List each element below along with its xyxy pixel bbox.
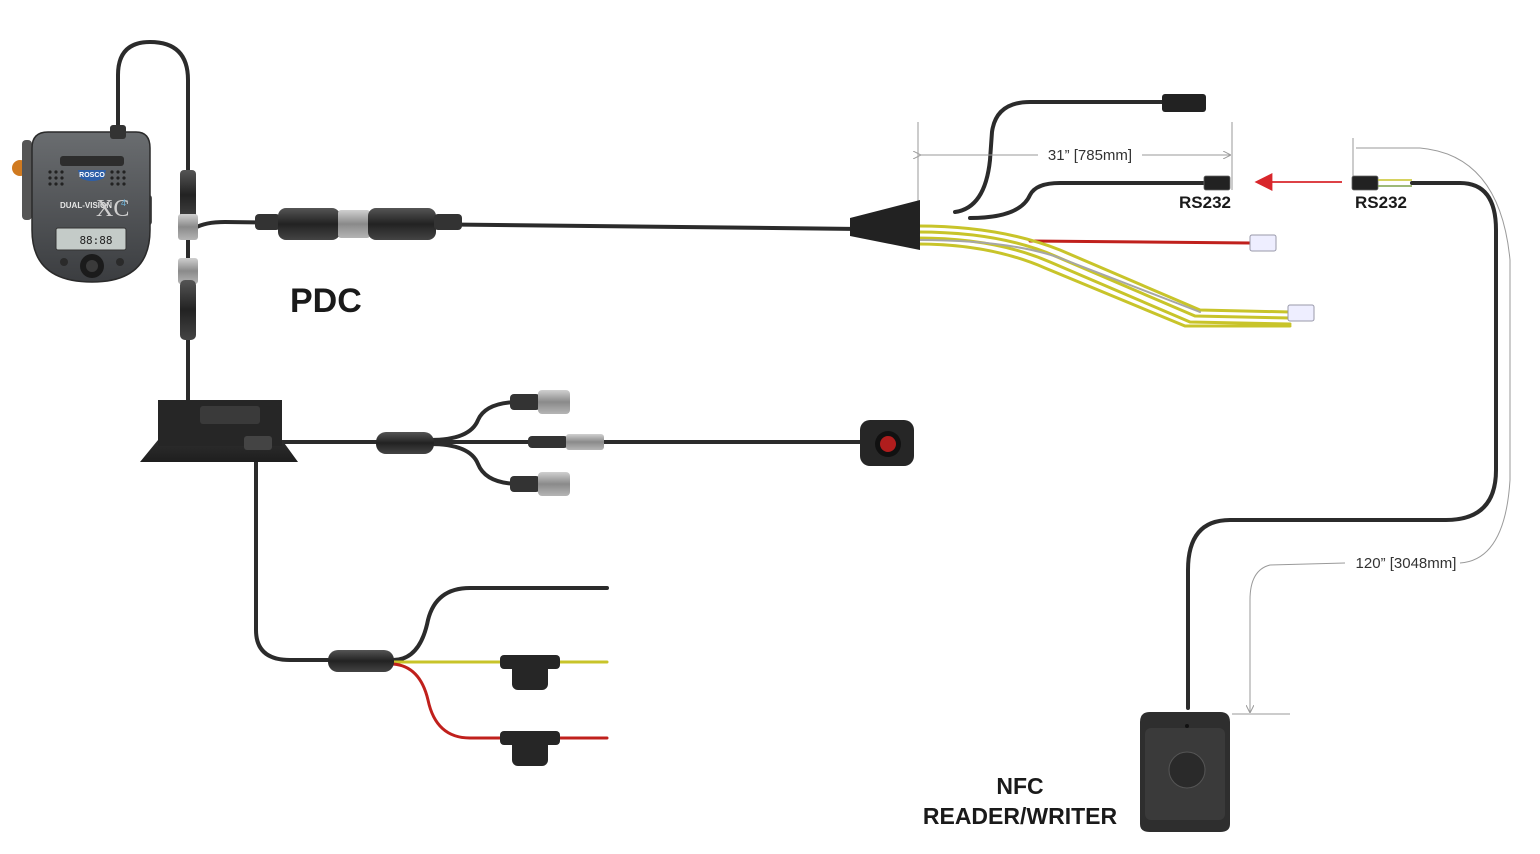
yellow-wire-4 xyxy=(916,242,1292,328)
camera-loop-cable xyxy=(116,39,190,177)
rs232-right-label: RS232 xyxy=(1355,193,1407,212)
camera-model-suffix: XC xyxy=(96,196,129,222)
fuse-holder-yellow xyxy=(500,655,560,690)
camera-model: DUAL-VISION xyxy=(60,201,112,210)
panic-button xyxy=(860,420,914,466)
yellow-wire-1 xyxy=(916,224,1292,314)
yellow-wire-3 xyxy=(916,236,1292,326)
dimension-short-label: 31” [785mm] xyxy=(1048,147,1132,164)
camera-brand: ROSCO xyxy=(79,172,105,179)
red-wire-upper xyxy=(1028,239,1252,245)
grey-wire xyxy=(917,239,1201,313)
pdc-box xyxy=(140,400,298,462)
y-splitter xyxy=(376,390,604,496)
harness-end-connectors xyxy=(1162,94,1412,322)
power-black-lead xyxy=(391,586,609,662)
trunk-connectors xyxy=(255,208,462,240)
power-harness xyxy=(328,650,560,766)
rs232-left-label: RS232 xyxy=(1179,193,1231,212)
dimension-long-label: 120” [3048mm] xyxy=(1356,555,1457,572)
nfc-label-line2: READER/WRITER xyxy=(923,803,1118,829)
camera-model-number: 4 xyxy=(121,198,126,208)
camera-unit: ROSCO DUAL-VISION XC 4 88:88 xyxy=(12,131,152,283)
y-lower-branch xyxy=(428,442,532,486)
main-cables xyxy=(116,39,1498,710)
upper-branch-cable xyxy=(953,100,1164,214)
harness-splitter xyxy=(850,200,920,250)
power-down-cable xyxy=(254,453,332,662)
y-upper-branch xyxy=(428,400,532,442)
camera-lcd-readout: 88:88 xyxy=(79,234,112,247)
nfc-reader xyxy=(1140,712,1230,832)
fuse-holder-red xyxy=(500,731,560,766)
power-red-wire xyxy=(391,662,609,740)
camera-lcd xyxy=(55,227,127,251)
camera-connector xyxy=(110,125,198,340)
rs232-left-cable xyxy=(968,181,1207,220)
dimension-lines xyxy=(918,122,1511,715)
pdc-label: PDC xyxy=(290,282,362,320)
nfc-label-line1: NFC xyxy=(996,773,1043,799)
nfc-long-cable xyxy=(1186,181,1498,710)
colored-wires xyxy=(391,224,1292,740)
